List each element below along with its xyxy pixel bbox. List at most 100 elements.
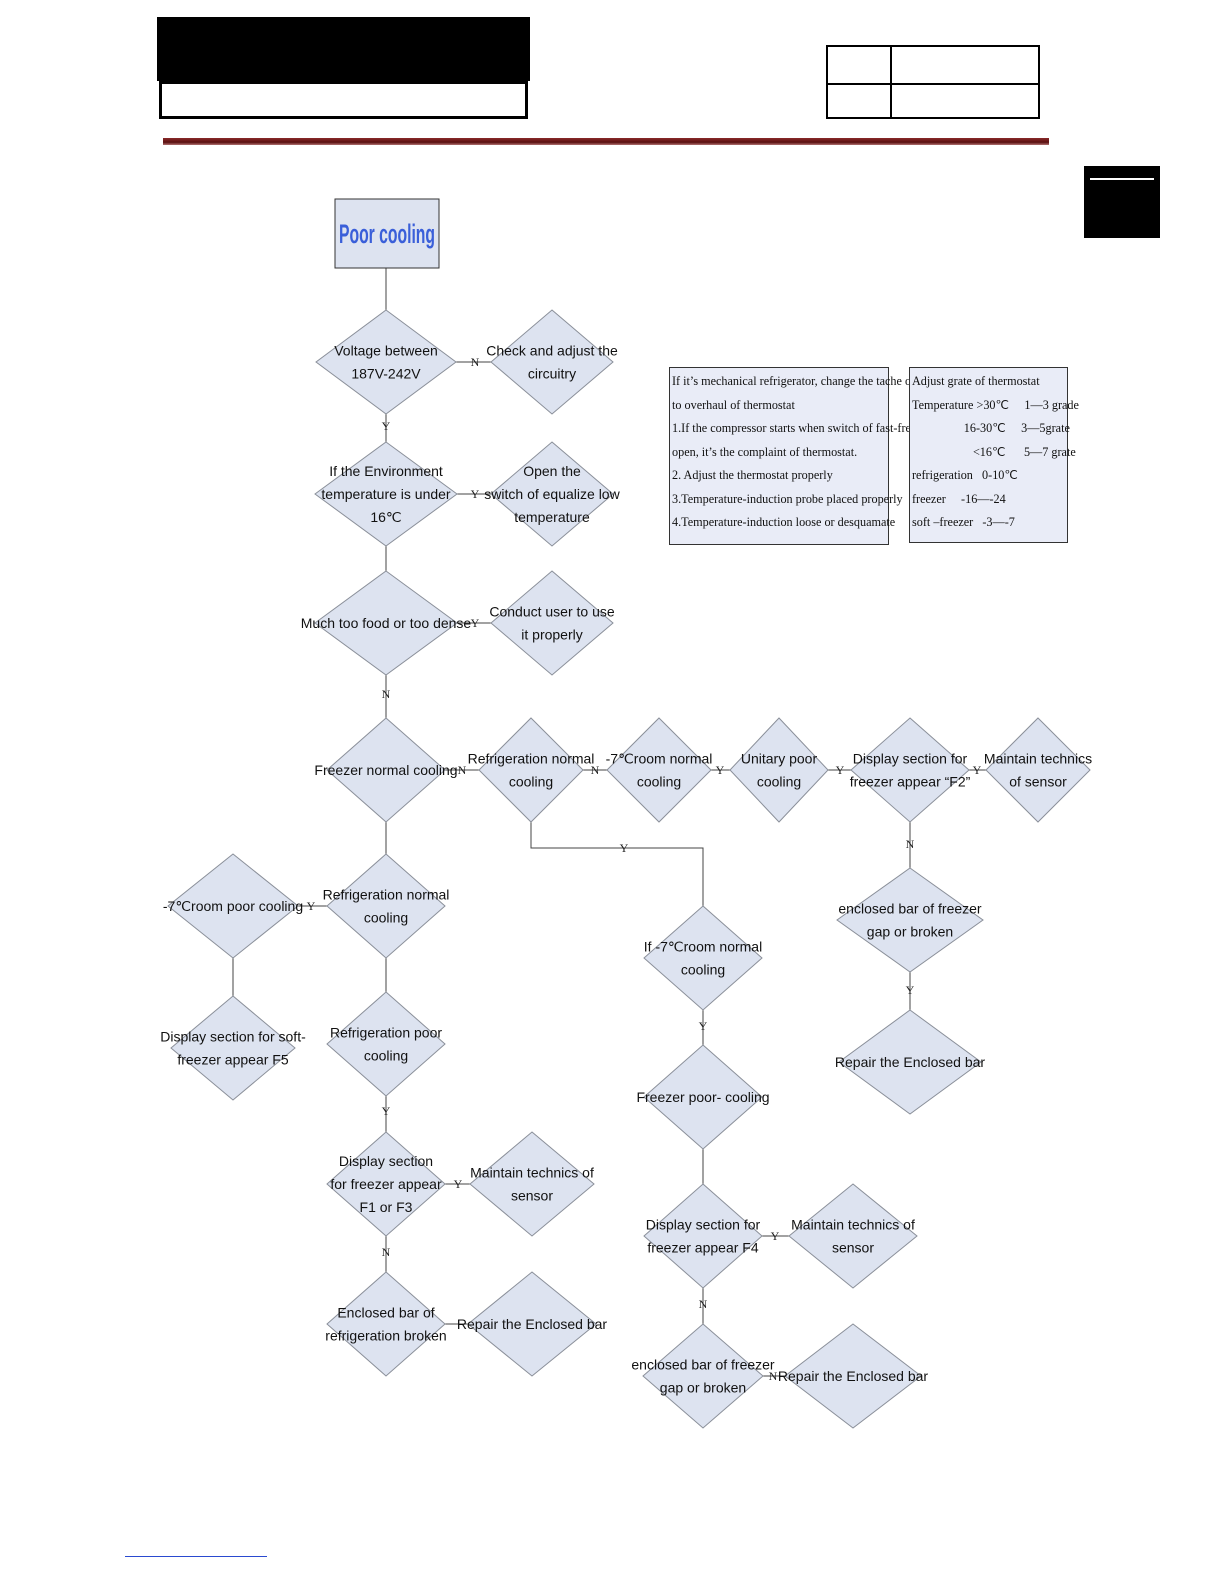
no-label: N [382,687,391,701]
decision-diamond [490,441,614,547]
node-label: Refrigeration normal [323,887,450,903]
thermostat-note: If it’s mechanical refrigerator, change … [669,367,954,545]
decision-diamond [850,717,970,823]
node-label: refrigeration broken [325,1328,446,1344]
node-label: Voltage between [334,343,438,359]
node-label: it properly [521,627,582,643]
node-label: cooling [509,774,553,790]
yes-label: Y [836,763,845,777]
node-label: Much too food or too dense [301,615,472,631]
no-label: N [382,1245,391,1259]
decision-diamond [478,717,584,823]
decision-node-repair-bottom: Repair the Enclosed bar [778,1323,928,1429]
decision-diamond [642,1323,764,1429]
yes-label: Y [973,763,982,777]
node-label: sensor [511,1188,553,1204]
node-label: cooling [757,774,801,790]
node-label: cooling [681,962,725,978]
node-label: for freezer appear [330,1176,442,1192]
node-label: If -7℃room normal [644,939,762,955]
note-line: If it’s mechanical refrigerator, change … [672,374,954,388]
decision-diamond [838,1009,982,1115]
node-label: Check and adjust the [486,343,618,359]
node-label: Conduct user to use [489,604,615,620]
node-label: enclosed bar of freezer [838,901,982,917]
decision-node-repair-right: Repair the Enclosed bar [835,1009,985,1115]
decision-diamond [729,717,829,823]
node-label: Display section for [646,1217,761,1233]
note-line: Adjust grate of thermostat [912,374,1040,388]
decision-diamond [170,995,296,1101]
decision-diamond [326,991,446,1097]
decision-diamond [643,1183,763,1289]
node-label: Open the [523,463,581,479]
note-line: soft –freezer -3—-7 [912,515,1015,529]
decision-node-display-f5: Display section for soft-freezer appear … [160,995,306,1101]
decision-diamond [643,1044,763,1150]
note-line: 16-30℃ 3—5grate [912,421,1070,435]
yes-label: Y [454,1177,463,1191]
yes-label: Y [620,841,629,855]
yes-label: Y [699,1019,708,1033]
decision-diamond [314,441,458,547]
no-label: N [471,355,480,369]
footer-link[interactable] [125,1556,267,1557]
decision-node-freezer-normal: Freezer normal cooling [314,717,458,823]
decision-node-maintain-left: Maintain technics of sensor [469,1131,595,1237]
no-label: N [906,837,915,851]
decision-node-if-minus7: If -7℃room normal cooling [643,905,763,1011]
decision-node-freezer-poor: Freezer poor- cooling [636,1044,770,1150]
node-label: Refrigeration normal [468,751,595,767]
decision-diamond [643,905,763,1011]
decision-node-conduct-user: Conduct user to use it properly [489,570,615,676]
node-label: cooling [364,1048,408,1064]
node-label: freezer appear F5 [177,1052,288,1068]
yes-label: Y [382,1104,391,1118]
decision-node-much-food: Much too food or too dense [301,570,472,676]
decision-node-display-f4: Display section for freezer appear F4 [643,1183,763,1289]
yes-label: Y [771,1229,780,1243]
decision-diamond [606,717,712,823]
no-label: N [769,1369,778,1383]
decision-diamond [314,570,458,676]
node-label: circuitry [528,366,576,382]
yes-label: Y [906,983,915,997]
decision-diamond [788,1183,918,1289]
node-label: Maintain technics of [470,1165,594,1181]
decision-node-refrig-poor: Refrigeration poor cooling [326,991,446,1097]
node-label: Display section for [853,751,968,767]
section-tab [1084,166,1160,238]
decision-diamond [836,867,984,973]
node-label: gap or broken [660,1380,746,1396]
node-label: Maintain technics [984,751,1092,767]
header-rule [163,138,1049,145]
decision-diamond [326,717,446,823]
node-label: Maintain technics of [791,1217,915,1233]
title-box [334,198,440,269]
note-line: freezer -16—-24 [912,491,1006,506]
node-label: cooling [364,910,408,926]
decision-diamond [469,1131,595,1237]
node-label: Refrigeration poor [330,1025,442,1041]
decision-node-check-circuitry: Check and adjust the circuitry [486,309,618,415]
node-label: freezer appear F4 [647,1240,758,1256]
decision-diamond [490,309,614,415]
node-label: switch of equalize low [484,486,620,502]
no-label: N [699,1297,708,1311]
header-title-block [157,17,530,81]
decision-node-repair-left: Repair the Enclosed bar [457,1271,607,1377]
decision-diamond [326,1131,446,1237]
decision-node-refrig-normal-top: Refrigeration normal cooling [468,717,595,823]
decision-diamond [490,570,614,676]
decision-diamond [467,1271,597,1377]
no-label: N [591,763,600,777]
note-line: 3.Temperature-induction probe placed pro… [672,491,903,506]
